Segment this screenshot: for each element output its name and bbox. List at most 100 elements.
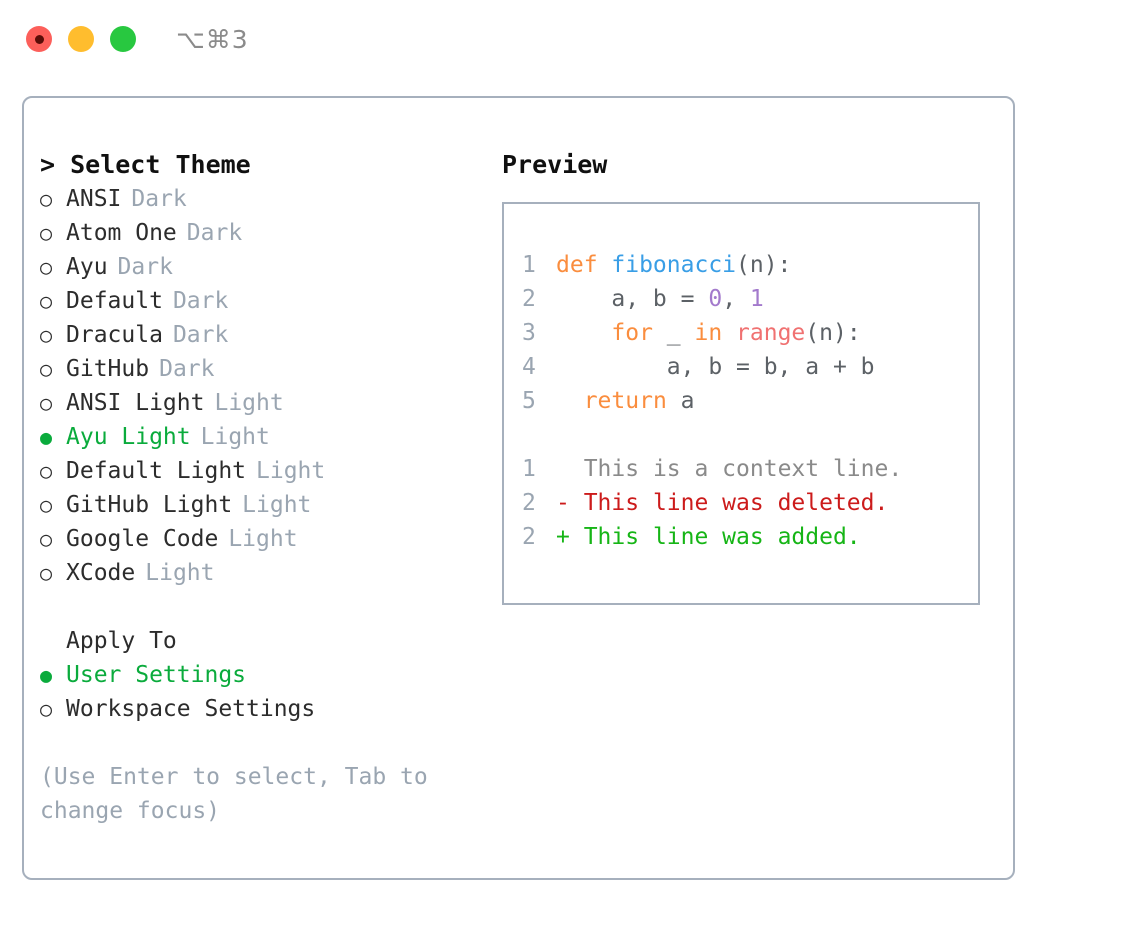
code-token: a, b = b, a + b <box>556 354 875 380</box>
line-number: 3 <box>522 320 536 346</box>
code-token: range <box>736 320 806 346</box>
theme-variant-tag: Dark <box>131 186 187 212</box>
diff-line: 1 This is a context line. <box>522 452 978 486</box>
window-controls <box>26 26 136 52</box>
theme-variant-tag: Light <box>214 390 284 416</box>
shortcut-label: ⌥⌘3 <box>176 24 249 54</box>
theme-list-item[interactable]: ○ ANSI Dark <box>40 182 490 216</box>
code-token: _ <box>652 320 695 346</box>
apply-to-label: User Settings <box>66 662 247 688</box>
theme-name-label: XCode <box>66 560 136 586</box>
theme-name-label: Google Code <box>66 526 219 552</box>
diff-text: This line was added. <box>583 524 861 550</box>
radio-selected-icon: ● <box>40 425 53 449</box>
maximize-icon[interactable] <box>110 26 136 52</box>
radio-unselected-icon: ○ <box>40 697 53 721</box>
theme-name-label: Dracula <box>66 322 163 348</box>
code-token: a <box>666 388 695 414</box>
theme-list-item[interactable]: ○ Google Code Light <box>40 522 490 556</box>
line-number: 2 <box>522 286 536 312</box>
diff-preview: 1 This is a context line.2- This line wa… <box>522 452 978 554</box>
theme-list-item[interactable]: ○ XCode Light <box>40 556 490 590</box>
line-number: 1 <box>522 456 536 482</box>
code-line: 3 for _ in range(n): <box>522 316 978 350</box>
theme-variant-tag: Dark <box>186 220 243 246</box>
theme-name-label: ANSI <box>66 186 122 212</box>
theme-list-item[interactable]: ● Ayu Light Light <box>40 420 490 454</box>
code-token: , <box>722 286 750 312</box>
theme-name-label: Atom One <box>66 220 177 246</box>
theme-name-label: ANSI Light <box>66 390 205 416</box>
code-token: def <box>556 252 612 278</box>
code-token: (n): <box>805 320 861 346</box>
close-icon[interactable] <box>26 26 52 52</box>
line-number: 4 <box>522 354 536 380</box>
code-token: for <box>611 320 653 346</box>
theme-list-item[interactable]: ○ Atom One Dark <box>40 216 490 250</box>
radio-unselected-icon: ○ <box>40 255 53 279</box>
theme-variant-tag: Dark <box>159 356 215 382</box>
code-line: 5 return a <box>522 384 978 418</box>
theme-name-label: Ayu Light <box>66 424 191 450</box>
radio-unselected-icon: ○ <box>40 527 53 551</box>
code-token: fibonacci <box>611 252 737 278</box>
theme-list-item[interactable]: ○ Default Dark <box>40 284 490 318</box>
theme-list-item[interactable]: ○ Dracula Dark <box>40 318 490 352</box>
theme-variant-tag: Light <box>228 526 298 552</box>
theme-variant-tag: Light <box>242 492 312 518</box>
code-gap <box>522 418 978 452</box>
radio-unselected-icon: ○ <box>40 493 53 517</box>
theme-list-item[interactable]: ○ GitHub Light Light <box>40 488 490 522</box>
radio-unselected-icon: ○ <box>40 221 53 245</box>
theme-variant-tag: Dark <box>172 322 229 348</box>
radio-unselected-icon: ○ <box>40 289 53 313</box>
radio-unselected-icon: ○ <box>40 561 53 585</box>
diff-line: 2+ This line was added. <box>522 520 978 554</box>
apply-to-item[interactable]: ●User Settings <box>40 658 490 692</box>
apply-to-header: Apply To <box>66 628 177 654</box>
code-line: 4 a, b = b, a + b <box>522 350 978 384</box>
code-line: 2 a, b = 0, 1 <box>522 282 978 316</box>
apply-to-item[interactable]: ○ Workspace Settings <box>40 692 490 726</box>
code-token <box>556 384 584 418</box>
radio-unselected-icon: ○ <box>40 323 53 347</box>
theme-variant-tag: Light <box>145 560 215 586</box>
preview-title: Preview <box>502 150 608 179</box>
diff-marker <box>556 452 584 486</box>
code-token: a, b = <box>556 286 709 312</box>
code-token: 0 <box>708 286 723 312</box>
theme-name-label: Default <box>66 288 163 314</box>
radio-unselected-icon: ○ <box>40 187 53 211</box>
diff-text: This is a context line. <box>583 456 903 482</box>
line-number: 2 <box>522 490 536 516</box>
line-number: 2 <box>522 524 536 550</box>
apply-to-list[interactable]: ●User Settings ○ Workspace Settings <box>40 658 490 726</box>
radio-unselected-icon: ○ <box>40 459 53 483</box>
theme-variant-tag: Dark <box>172 288 229 314</box>
code-token: return <box>583 388 667 414</box>
code-token: (n): <box>736 252 792 278</box>
theme-variant-tag: Light <box>256 458 326 484</box>
diff-line: 2- This line was deleted. <box>522 486 978 520</box>
radio-unselected-icon: ○ <box>40 357 53 381</box>
keyboard-hint: (Use Enter to select, Tab to change focu… <box>40 764 442 824</box>
minimize-icon[interactable] <box>68 26 94 52</box>
code-token <box>556 316 611 350</box>
diff-text: This line was deleted. <box>583 490 889 516</box>
theme-variant-tag: Light <box>200 424 270 450</box>
theme-variant-tag: Dark <box>117 254 173 280</box>
apply-to-label: Workspace Settings <box>66 696 316 722</box>
theme-name-label: GitHub Light <box>66 492 233 518</box>
list-spacer <box>40 590 490 624</box>
